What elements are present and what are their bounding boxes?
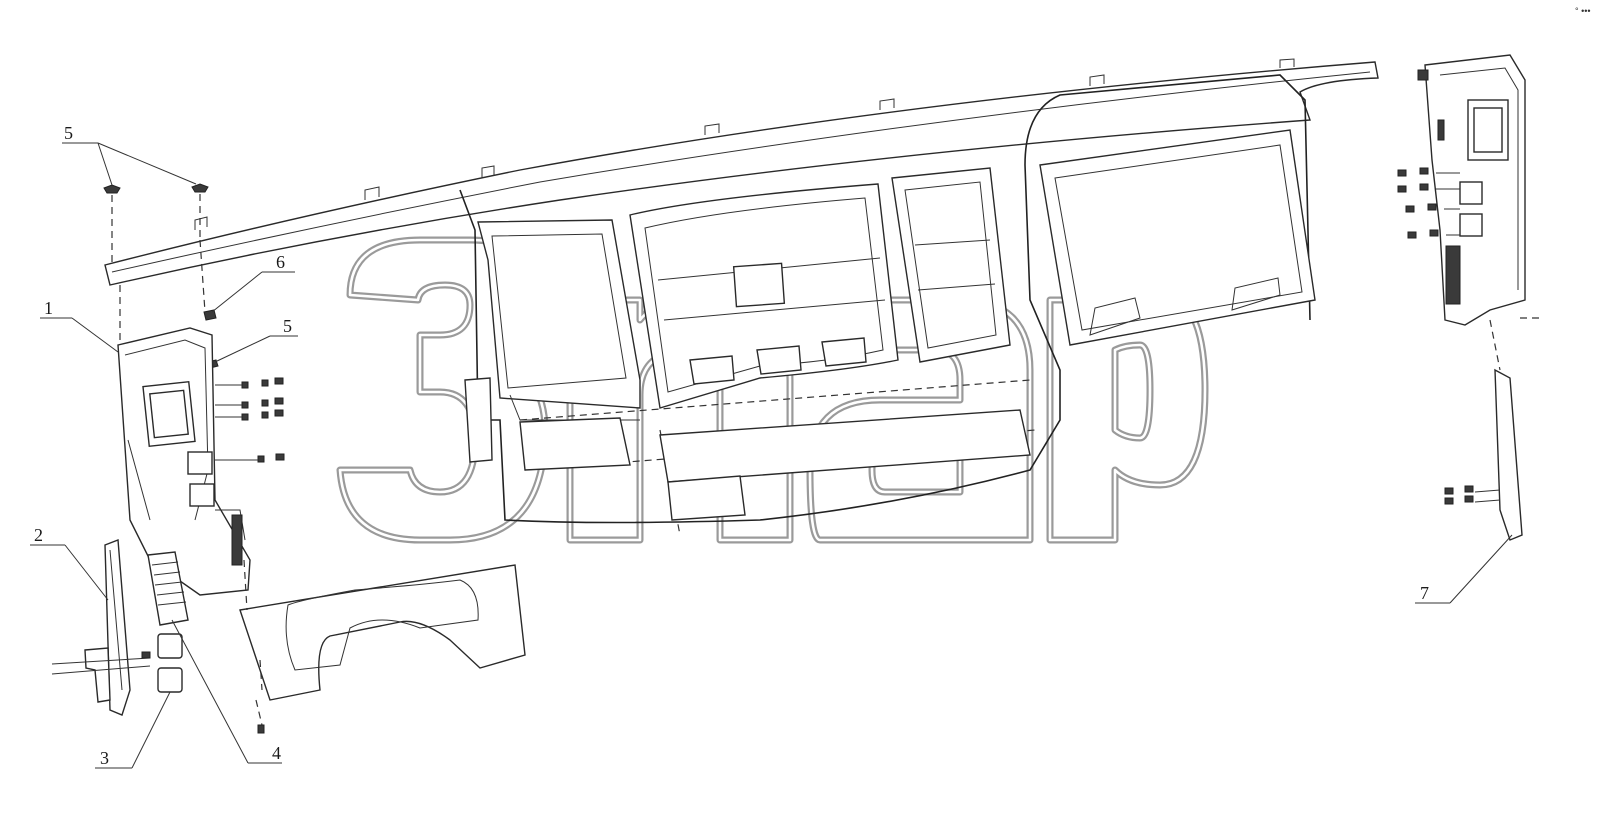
callout-5-top: 5: [64, 123, 73, 143]
callout-4: 4: [272, 743, 281, 763]
leader-lines: [30, 142, 1513, 769]
right-side-assembly: [1397, 54, 1540, 541]
callout-labels: 5 6 5 1 2 3 4 7: [34, 123, 1429, 768]
callout-5-side: 5: [283, 316, 292, 336]
dashboard-main-panel: [104, 58, 1379, 536]
corner-mark: ° •••: [1575, 6, 1591, 16]
callout-3: 3: [100, 748, 109, 768]
callout-2: 2: [34, 525, 43, 545]
callout-7: 7: [1420, 583, 1429, 603]
callout-1: 1: [44, 298, 53, 318]
callout-6: 6: [276, 252, 285, 272]
left-side-assembly: [51, 183, 526, 734]
